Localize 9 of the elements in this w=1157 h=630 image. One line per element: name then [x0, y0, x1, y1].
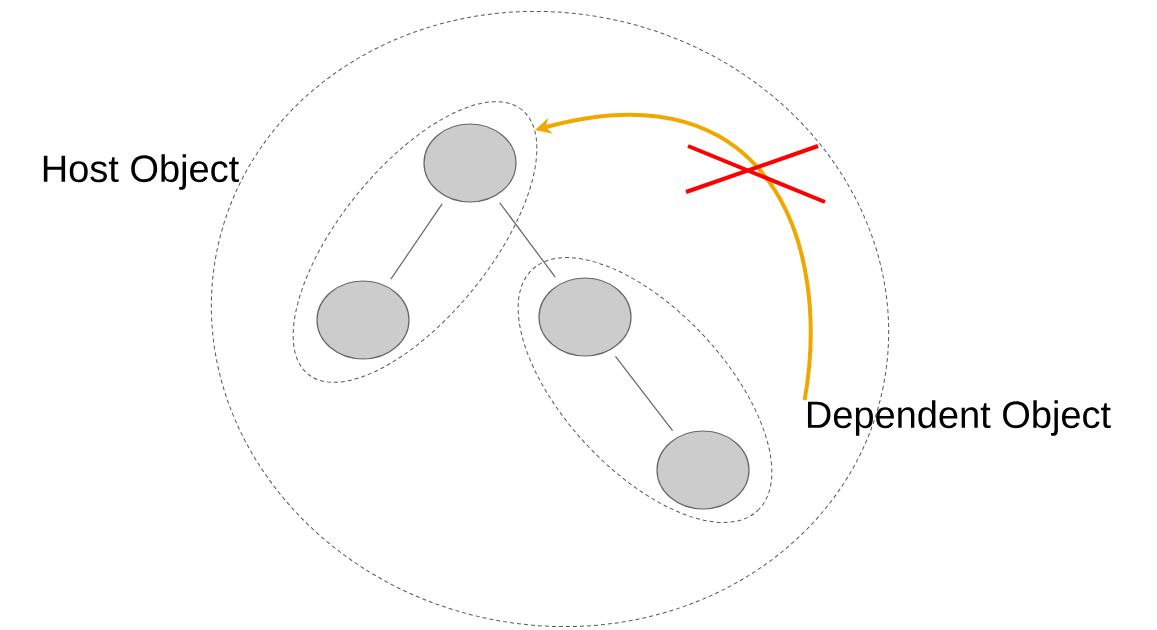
connector-line [390, 203, 443, 280]
circle-node [538, 277, 632, 357]
circle-node [423, 123, 517, 203]
node-label: Dependent Object [807, 400, 1111, 436]
connector-line [499, 202, 556, 278]
circle-node [316, 280, 410, 360]
circle-node [656, 430, 750, 510]
label-text: Host Object [43, 154, 239, 190]
connector-line [614, 355, 674, 432]
